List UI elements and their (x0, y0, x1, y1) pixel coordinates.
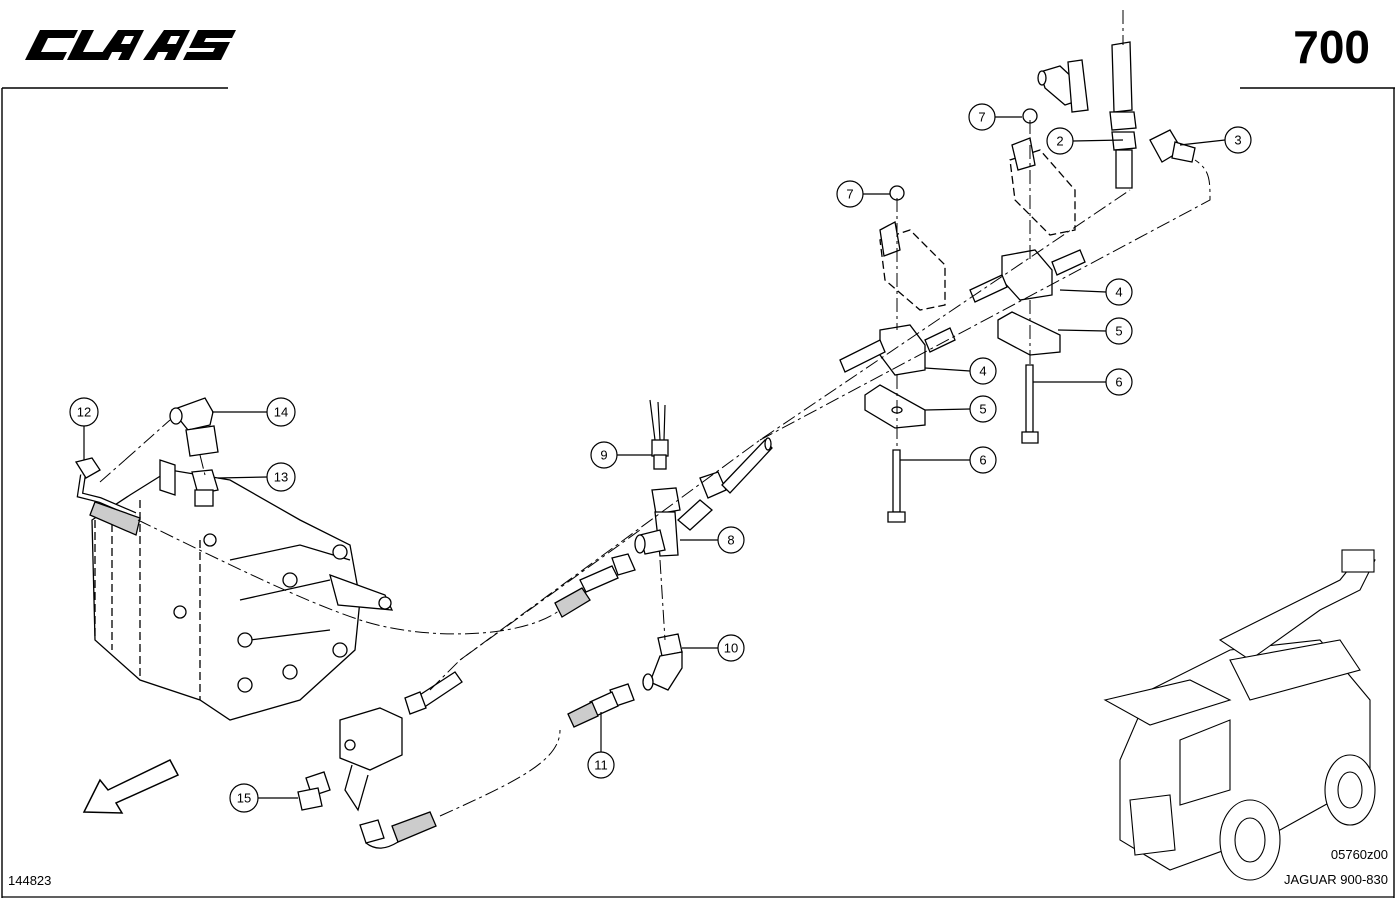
top-fittings (1037, 41, 1196, 189)
callout-5-right: 5 (1115, 324, 1122, 339)
sheet-frame (1, 87, 1395, 898)
callout-8: 8 (727, 533, 734, 548)
callout-15: 15 (237, 791, 251, 806)
image-code: 05760z00 (1331, 847, 1388, 862)
callout-6-left: 6 (979, 453, 986, 468)
hose-left (554, 553, 636, 618)
page-number: 700 (1293, 21, 1370, 73)
pipe-12 (74, 457, 141, 536)
callout-6-right: 6 (1115, 375, 1122, 390)
callout-7-left: 7 (846, 187, 853, 202)
elbow-14 (169, 397, 219, 457)
callout-3: 3 (1234, 133, 1241, 148)
pipe-lower-left (404, 671, 463, 715)
hose-15 (297, 771, 437, 849)
callout-14: 14 (274, 405, 288, 420)
callouts (69, 103, 1252, 813)
direction-arrow-icon (82, 759, 180, 814)
callout-12: 12 (77, 405, 91, 420)
model-label: JAGUAR 900-830 (1284, 872, 1388, 887)
callout-9: 9 (600, 448, 607, 463)
callout-7-right: 7 (978, 110, 985, 125)
callout-2: 2 (1056, 134, 1063, 149)
document-code: 144823 (8, 873, 51, 888)
valve-block (339, 707, 403, 812)
callout-11: 11 (594, 758, 608, 773)
hose-11 (567, 683, 635, 728)
machine-thumbnail (1103, 549, 1376, 881)
callout-4-right: 4 (1115, 285, 1122, 300)
clamp-assembly-left (839, 185, 956, 523)
callout-10: 10 (724, 641, 738, 656)
diagram-artwork (74, 10, 1376, 881)
pipe-upper (721, 437, 773, 494)
callout-5-left: 5 (979, 402, 986, 417)
clamp-assembly-right (969, 108, 1086, 444)
claas-logo (25, 30, 236, 60)
routing-lines (99, 10, 1211, 817)
sensor-9 (649, 399, 669, 470)
callout-13: 13 (274, 470, 288, 485)
callout-labels: 2 3 4 4 5 5 6 6 7 7 8 9 10 11 12 13 14 1… (77, 110, 1242, 806)
elbow-10 (642, 633, 683, 691)
adapter-13 (191, 469, 219, 507)
pump-block (91, 459, 394, 721)
tee-fitting-8 (634, 471, 727, 557)
callout-4-left: 4 (979, 364, 986, 379)
